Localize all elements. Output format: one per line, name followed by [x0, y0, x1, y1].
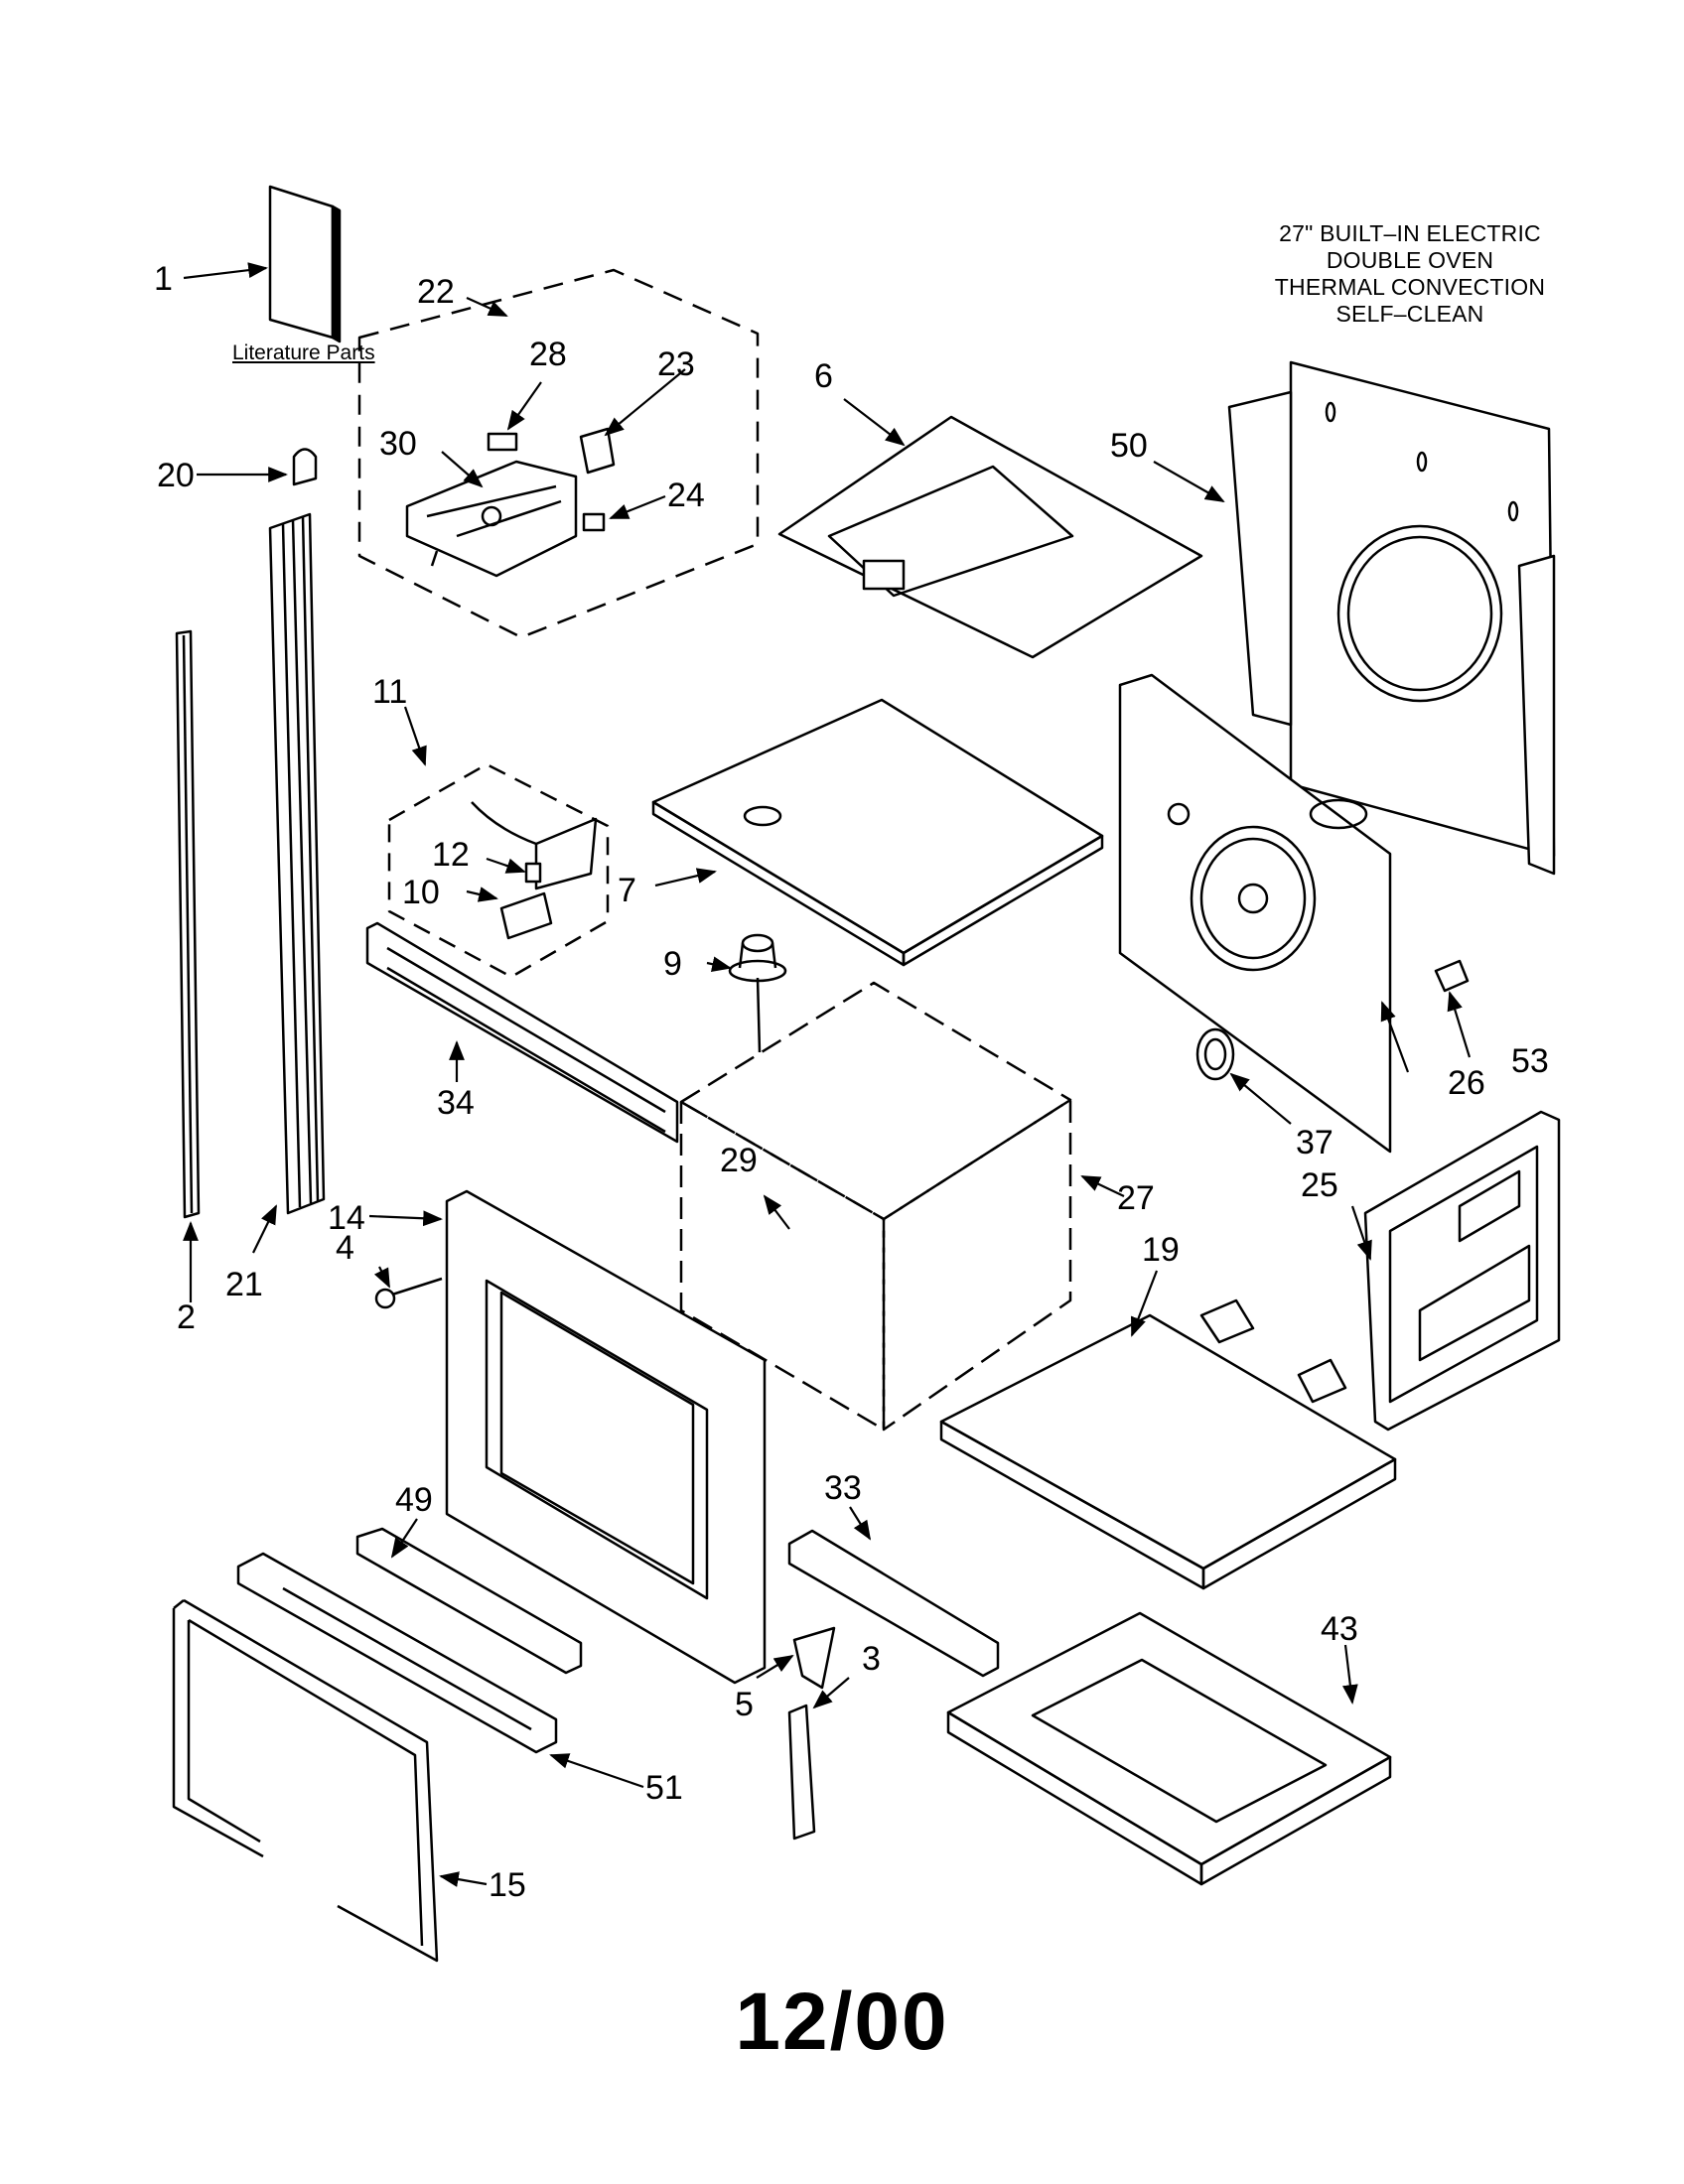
callout-2: 2: [177, 1298, 196, 1336]
part-22-control-assembly: [357, 268, 760, 639]
callout-7: 7: [618, 872, 636, 909]
callout-4: 4: [336, 1229, 354, 1267]
callout-33: 33: [824, 1469, 862, 1507]
part-4-screw: [374, 1277, 443, 1309]
callout-9: 9: [663, 945, 682, 983]
callout-26: 26: [1448, 1064, 1485, 1102]
part-1-literature: [268, 185, 342, 343]
part-14-front-frame: [445, 1189, 767, 1685]
leader-arrows: [183, 262, 1472, 1887]
callout-1: 1: [154, 260, 173, 298]
callout-30: 30: [379, 425, 417, 463]
callout-34: 34: [437, 1084, 475, 1122]
callout-37: 37: [1296, 1124, 1333, 1161]
part-9-thermostat: [728, 933, 787, 1053]
part-49-front-trim: [355, 1527, 583, 1675]
callout-labels: 1 2 3 4 5 6 7 9 10 11 12 14 15 19 20 21 …: [154, 260, 1549, 1904]
part-2-side-trim: [175, 629, 201, 1219]
header-line-3: THERMAL CONVECTION: [1274, 274, 1546, 300]
part-7-top-plate: [651, 698, 1104, 967]
header-line-2: DOUBLE OVEN: [1326, 247, 1494, 273]
part-5-bracket: [792, 1626, 836, 1690]
diagram-header: 27" BUILT–IN ELECTRIC DOUBLE OVEN THERMA…: [1226, 220, 1594, 328]
callout-53: 53: [1511, 1042, 1549, 1080]
part-50-rear-panel: [1227, 360, 1556, 876]
callout-21: 21: [225, 1266, 263, 1303]
callout-50: 50: [1110, 427, 1148, 465]
part-3-bracket: [787, 1704, 816, 1841]
part-43-bottom-tray: [946, 1611, 1392, 1886]
callout-28: 28: [529, 336, 567, 373]
callout-29: 29: [720, 1142, 758, 1179]
footer-date-code: 12/00: [735, 1977, 949, 2067]
part-53-clip: [1434, 959, 1470, 993]
part-25-side-frame: [1363, 1110, 1561, 1432]
callout-20: 20: [157, 457, 195, 494]
callout-43: 43: [1321, 1610, 1358, 1648]
part-20-clip: [292, 448, 318, 486]
part-27-oven-cavity: [679, 981, 1072, 1432]
part-19-bottom-panel: [939, 1298, 1397, 1590]
part-37-gasket: [1195, 1027, 1235, 1081]
callout-24: 24: [667, 477, 705, 514]
callout-27: 27: [1117, 1179, 1155, 1217]
part-51-vent-trim: [236, 1552, 558, 1754]
callout-19: 19: [1142, 1231, 1180, 1269]
callout-3: 3: [862, 1640, 881, 1678]
header-line-4: SELF–CLEAN: [1335, 301, 1484, 327]
callout-15: 15: [489, 1866, 526, 1904]
part-15-door-gasket: [172, 1598, 439, 1963]
literature-parts-label: Literature Parts: [232, 341, 375, 364]
callout-25: 25: [1301, 1166, 1338, 1204]
callout-49: 49: [395, 1481, 433, 1519]
callout-10: 10: [402, 874, 440, 911]
callout-12: 12: [432, 836, 470, 874]
callout-51: 51: [645, 1769, 683, 1807]
part-11-lamp-assembly: [387, 762, 610, 979]
callout-11: 11: [372, 673, 407, 711]
header-line-1: 27" BUILT–IN ELECTRIC: [1279, 220, 1541, 246]
callout-22: 22: [417, 273, 455, 311]
callout-23: 23: [657, 345, 695, 383]
part-34-vent-grille: [365, 921, 679, 1144]
callout-5: 5: [735, 1686, 754, 1723]
part-6-top-shield: [777, 415, 1203, 659]
callout-14: 14: [328, 1199, 365, 1237]
part-33-bottom-rail: [787, 1529, 1000, 1678]
callout-6: 6: [814, 357, 833, 395]
part-21-side-channel: [268, 512, 326, 1215]
